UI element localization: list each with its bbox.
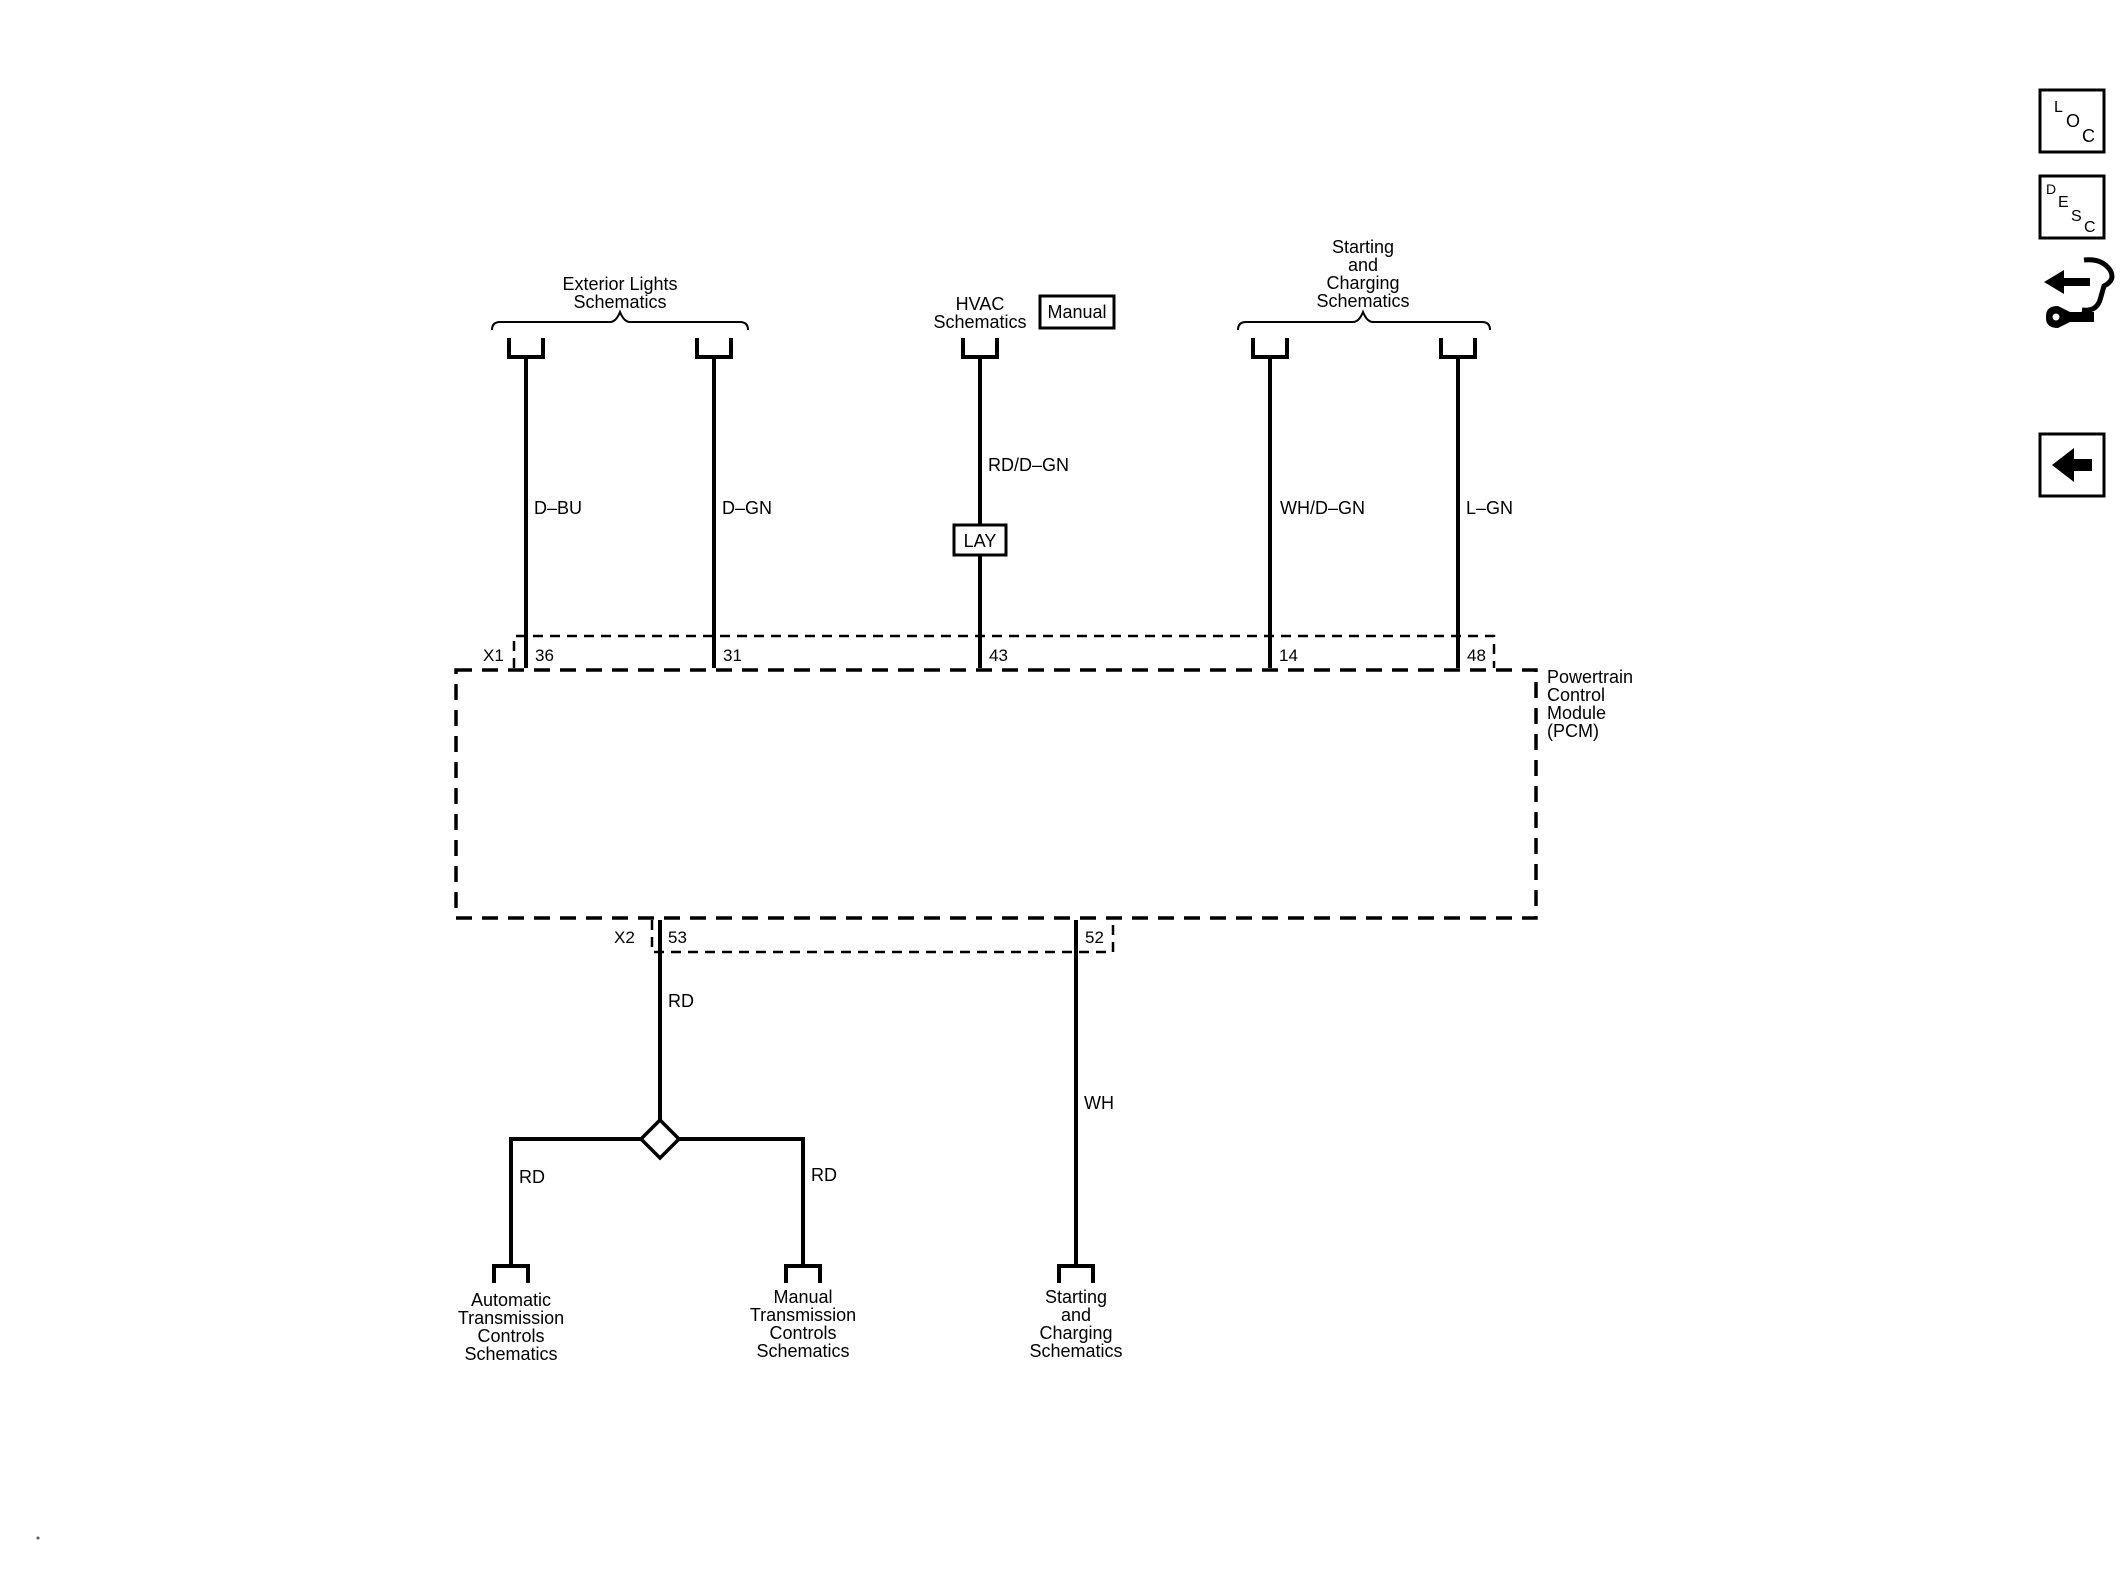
pcm-label-line3: Module bbox=[1547, 703, 1606, 723]
starting-charging-top-line1: Starting bbox=[1332, 237, 1394, 257]
starting-bottom-line4: Schematics bbox=[1029, 1341, 1122, 1361]
automatic-line2: Transmission bbox=[458, 1308, 564, 1328]
wire-label-wh: WH bbox=[1084, 1093, 1114, 1113]
desc-letter-d: D bbox=[2046, 181, 2056, 197]
pin-14: 14 bbox=[1279, 646, 1298, 665]
manual-line3: Controls bbox=[769, 1323, 836, 1343]
desc-button[interactable]: D E S C bbox=[2038, 174, 2106, 240]
connector-x2-label: X2 bbox=[614, 928, 635, 947]
wire-label-l-gn: L–GN bbox=[1466, 498, 1513, 518]
terminal-top-dgn bbox=[695, 338, 733, 359]
pcm-label-line4: (PCM) bbox=[1547, 721, 1599, 741]
terminal-top-hvac bbox=[961, 338, 999, 359]
wire-label-rd-main: RD bbox=[668, 991, 694, 1011]
automatic-line1: Automatic bbox=[471, 1290, 551, 1310]
terminal-top-dbu bbox=[507, 338, 545, 359]
hvac-reference[interactable]: HVAC Schematics bbox=[933, 294, 1026, 332]
hvac-label-line1: HVAC bbox=[956, 294, 1005, 314]
hvac-label-line2: Schematics bbox=[933, 312, 1026, 332]
desc-letter-c: C bbox=[2084, 219, 2096, 236]
manual-transmission-reference[interactable]: Manual Transmission Controls Schematics bbox=[750, 1287, 856, 1361]
exterior-lights-brace bbox=[491, 309, 749, 331]
lay-box[interactable]: LAY bbox=[952, 523, 1008, 557]
manual-line2: Transmission bbox=[750, 1305, 856, 1325]
desc-letter-s: S bbox=[2071, 208, 2082, 225]
manual-box-label: Manual bbox=[1047, 302, 1106, 322]
pin-36: 36 bbox=[535, 646, 554, 665]
exterior-lights-label-line1: Exterior Lights bbox=[562, 274, 677, 294]
manual-reference-box[interactable]: Manual bbox=[1038, 294, 1116, 330]
terminal-bottom-automatic bbox=[492, 1264, 530, 1283]
loc-letter-c: C bbox=[2082, 126, 2095, 146]
pin-31: 31 bbox=[723, 646, 742, 665]
connector-wrench-icon[interactable] bbox=[2044, 257, 2115, 328]
splice-diamond[interactable] bbox=[638, 1117, 682, 1161]
wire-label-rd-dgn: RD/D–GN bbox=[988, 455, 1069, 475]
terminal-top-lgn bbox=[1439, 338, 1477, 359]
pcm-label-line1: Powertrain bbox=[1547, 667, 1633, 687]
starting-charging-bottom-reference[interactable]: Starting and Charging Schematics bbox=[1029, 1287, 1122, 1361]
pin-52: 52 bbox=[1085, 928, 1104, 947]
wire-rd-left[interactable] bbox=[509, 1137, 641, 1268]
loc-letter-l: L bbox=[2054, 99, 2063, 116]
connector-x1-outline bbox=[512, 634, 1496, 668]
pcm-module-outline bbox=[454, 668, 1538, 920]
starting-bottom-line2: and bbox=[1061, 1305, 1091, 1325]
loc-letter-o: O bbox=[2066, 111, 2080, 131]
manual-line4: Schematics bbox=[756, 1341, 849, 1361]
automatic-line4: Schematics bbox=[464, 1344, 557, 1364]
automatic-line3: Controls bbox=[477, 1326, 544, 1346]
connector-x2-outline bbox=[650, 920, 1115, 954]
manual-line1: Manual bbox=[773, 1287, 832, 1307]
terminal-bottom-manual bbox=[784, 1264, 822, 1283]
starting-charging-top-line4: Schematics bbox=[1316, 291, 1409, 311]
pcm-label-line2: Control bbox=[1547, 685, 1605, 705]
wire-label-d-gn: D–GN bbox=[722, 498, 772, 518]
back-arrow-icon[interactable] bbox=[2038, 432, 2106, 498]
desc-letter-e: E bbox=[2058, 194, 2069, 211]
terminal-top-whdgn bbox=[1251, 338, 1289, 359]
starting-charging-top-line2: and bbox=[1348, 255, 1378, 275]
automatic-transmission-reference[interactable]: Automatic Transmission Controls Schemati… bbox=[458, 1290, 564, 1364]
stray-dot bbox=[36, 1536, 40, 1540]
pin-53: 53 bbox=[668, 928, 687, 947]
starting-bottom-line1: Starting bbox=[1045, 1287, 1107, 1307]
loc-button[interactable]: L O C bbox=[2038, 88, 2106, 154]
pcm-module[interactable]: Powertrain Control Module (PCM) bbox=[454, 667, 1633, 920]
pin-43: 43 bbox=[989, 646, 1008, 665]
pin-48: 48 bbox=[1467, 646, 1486, 665]
connector-x2[interactable]: X2 53 52 bbox=[614, 920, 1115, 954]
lay-box-label: LAY bbox=[964, 531, 997, 551]
wire-label-rd-right: RD bbox=[811, 1165, 837, 1185]
starting-charging-brace bbox=[1237, 309, 1491, 331]
exterior-lights-label-line2: Schematics bbox=[573, 292, 666, 312]
wire-label-rd-left: RD bbox=[519, 1167, 545, 1187]
terminal-bottom-starting bbox=[1057, 1264, 1095, 1283]
connector-x1-label: X1 bbox=[483, 646, 504, 665]
starting-charging-top-line3: Charging bbox=[1326, 273, 1399, 293]
wire-label-d-bu: D–BU bbox=[534, 498, 582, 518]
wire-rd-right[interactable] bbox=[679, 1137, 805, 1268]
exterior-lights-reference[interactable]: Exterior Lights Schematics bbox=[491, 274, 749, 331]
wire-label-wh-dgn: WH/D–GN bbox=[1280, 498, 1365, 518]
connector-x1[interactable]: X1 36 31 43 14 48 bbox=[483, 634, 1496, 668]
starting-charging-top-reference[interactable]: Starting and Charging Schematics bbox=[1237, 237, 1491, 331]
starting-bottom-line3: Charging bbox=[1039, 1323, 1112, 1343]
